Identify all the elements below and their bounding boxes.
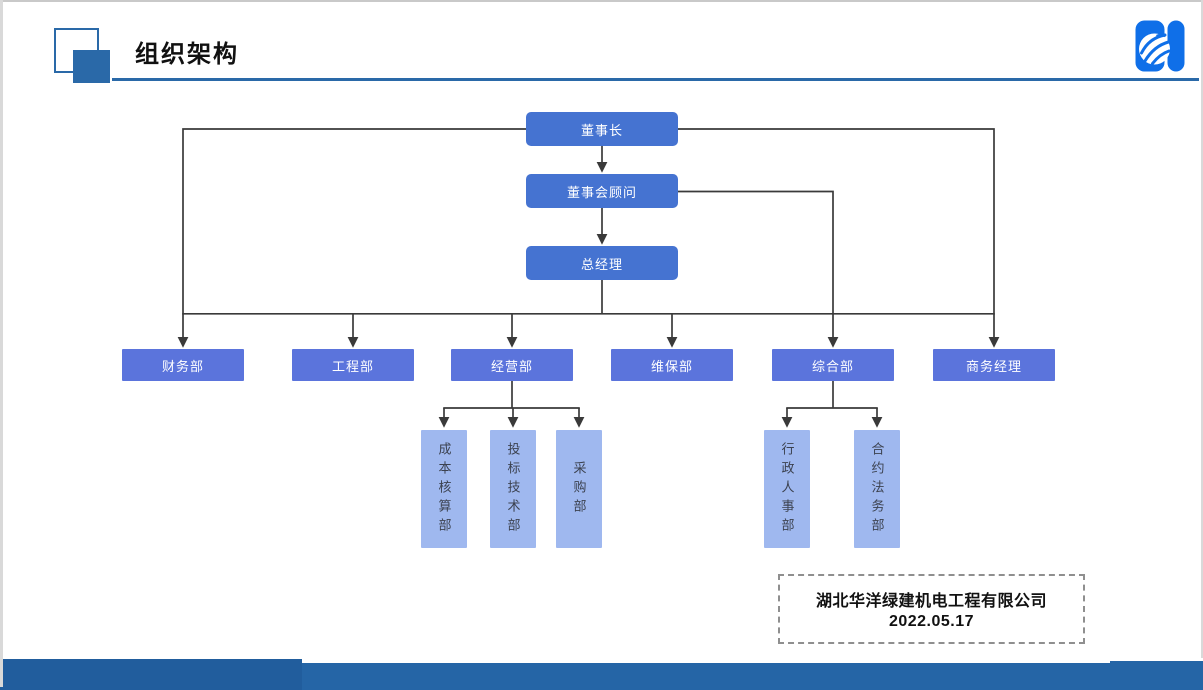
footer-note: 湖北华洋绿建机电工程有限公司 2022.05.17 bbox=[778, 574, 1085, 644]
accent-square-filled bbox=[73, 50, 110, 83]
page-title: 组织架构 bbox=[135, 41, 239, 68]
org-box-general-manager: 总经理 bbox=[526, 246, 678, 280]
sub-dept-label: 行政人事部 bbox=[779, 441, 795, 537]
org-box-finance-dept: 财务部 bbox=[122, 349, 244, 381]
page-edge-right bbox=[1201, 0, 1203, 658]
org-box-admin-hr-dept: 行政人事部 bbox=[764, 430, 810, 548]
sub-dept-label: 采购部 bbox=[571, 460, 587, 518]
bottom-bar-left-segment bbox=[0, 659, 302, 690]
bottom-bar-right-segment bbox=[1110, 661, 1203, 690]
bottom-bar-middle-segment bbox=[302, 663, 1110, 690]
org-box-contract-legal-dept: 合约法务部 bbox=[854, 430, 900, 548]
org-box-engineering-dept: 工程部 bbox=[292, 349, 414, 381]
footer-company-name: 湖北华洋绿建机电工程有限公司 bbox=[815, 593, 1047, 610]
footer-date: 2022.05.17 bbox=[888, 613, 975, 630]
org-box-cost-accounting-dept: 成本核算部 bbox=[421, 430, 467, 548]
org-box-chairman: 董事长 bbox=[526, 112, 678, 146]
sub-dept-label: 合约法务部 bbox=[869, 441, 885, 537]
page-edge-left bbox=[0, 0, 3, 687]
org-box-commercial-manager: 商务经理 bbox=[933, 349, 1055, 381]
org-box-procurement-dept: 采购部 bbox=[556, 430, 602, 548]
company-logo-icon bbox=[1135, 20, 1185, 72]
globe-swirl-logo-icon bbox=[1135, 20, 1185, 72]
sub-dept-label: 投标技术部 bbox=[505, 441, 521, 537]
sub-dept-label: 成本核算部 bbox=[436, 441, 452, 537]
org-box-bidding-technology-dept: 投标技术部 bbox=[490, 430, 536, 548]
title-underline bbox=[112, 78, 1199, 81]
org-box-general-affairs-dept: 综合部 bbox=[772, 349, 894, 381]
page-edge-top bbox=[0, 0, 1203, 2]
org-box-operations-dept: 经营部 bbox=[451, 349, 573, 381]
org-box-maintenance-dept: 维保部 bbox=[611, 349, 733, 381]
org-box-board-advisor: 董事会顾问 bbox=[526, 174, 678, 208]
